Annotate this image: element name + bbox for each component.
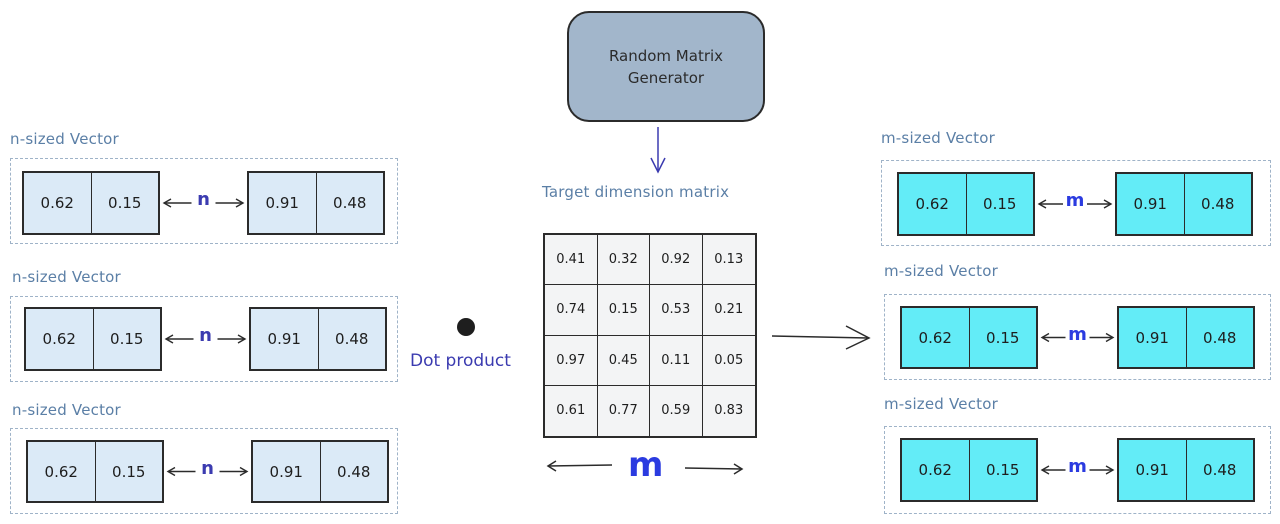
matrix-width-left-arrow (546, 460, 613, 472)
generator-down-arrow (650, 127, 666, 174)
vector-cell: 0.15 (94, 442, 163, 501)
vector-group-frame (10, 296, 398, 382)
vector-right-block: 0.91 0.48 (1117, 306, 1255, 369)
matrix-width-label: m (628, 445, 664, 485)
vector-group-frame (881, 160, 1271, 246)
vector-cell: 0.62 (918, 328, 952, 347)
matrix-cell: 0.92 (650, 235, 703, 286)
vector-cell: 0.15 (968, 308, 1037, 367)
vector-left-block: 0.62 0.15 (26, 440, 164, 503)
vector-cell: 0.48 (1185, 308, 1254, 367)
matrix-cell: 0.83 (714, 403, 744, 419)
vector-cell: 0.48 (319, 442, 388, 501)
vector-group-frame (10, 158, 398, 244)
matrix-cell: 0.97 (545, 335, 598, 386)
matrix-cell: 0.13 (702, 235, 755, 286)
vector-dimension-label: n (201, 457, 214, 479)
left-arrow (164, 334, 194, 344)
vector-cell: 0.62 (44, 462, 78, 481)
matrix-cell: 0.11 (650, 335, 703, 386)
left-arrow (1040, 332, 1066, 343)
vector-cell: 0.91 (1133, 195, 1167, 213)
vector-right-block: 0.91 0.48 (249, 307, 387, 371)
vector-left-block: 0.62 0.15 (897, 172, 1035, 236)
vector-cell: 0.91 (1135, 328, 1169, 347)
vector-dimension-label: m (1068, 323, 1087, 345)
right-arrow (1089, 465, 1115, 475)
right-arrow (1087, 199, 1113, 209)
matrix-cell: 0.53 (650, 285, 703, 336)
dot-product-label: Dot product (410, 351, 511, 371)
vector-cell: 0.48 (1183, 174, 1252, 234)
vector-group-frame (884, 426, 1271, 514)
random-matrix-generator-box: Random Matrix Generator (567, 11, 765, 122)
vector-left-block: 0.62 0.15 (24, 307, 162, 371)
generator-label: Random Matrix Generator (608, 46, 724, 87)
vector-right-block: 0.91 0.48 (1115, 172, 1253, 236)
right-arrow (217, 334, 247, 344)
vector-cell: 0.91 (269, 462, 303, 481)
vector-cell: 0.62 (918, 461, 952, 479)
vector-dimension-label: m (1068, 456, 1087, 477)
matrix-cell: 0.61 (545, 385, 598, 436)
right-arrow (219, 466, 249, 477)
vector-cell: 0.62 (42, 330, 76, 348)
matrix-cell: 0.77 (598, 385, 650, 436)
vector-cell: 0.15 (92, 309, 161, 369)
vector-group-label: n-sized Vector (12, 401, 121, 419)
matrix-width-right-arrow (684, 463, 744, 475)
vector-right-block: 0.91 0.48 (247, 171, 385, 235)
dot-product-bullet (457, 318, 475, 336)
vector-double-arrows (162, 198, 1115, 477)
vector-cell: 0.15 (968, 440, 1037, 500)
vector-cell: 0.91 (265, 194, 299, 212)
vector-left-block: 0.62 0.15 (900, 306, 1038, 369)
matrix-cell: 0.59 (650, 385, 703, 436)
vector-group-frame (884, 294, 1271, 380)
matrix-cell: 0.05 (702, 336, 755, 386)
matrix-cell: 0.15 (597, 285, 650, 336)
left-arrow (1040, 465, 1066, 475)
vector-left-block: 0.62 0.15 (900, 438, 1038, 502)
vector-cell: 0.62 (40, 194, 74, 212)
matrix-cell: 0.74 (545, 285, 598, 336)
vector-dimension-label: n (199, 325, 212, 346)
vector-group-label: n-sized Vector (10, 130, 119, 148)
matrix-cell: 0.45 (597, 335, 650, 386)
output-arrow (771, 325, 871, 350)
left-arrow (162, 198, 192, 208)
vector-cell: 0.91 (1135, 461, 1169, 479)
vector-dimension-label: m (1065, 190, 1085, 211)
vector-right-block: 0.91 0.48 (1117, 438, 1255, 502)
left-arrow (1037, 199, 1063, 209)
matrix-cell: 0.21 (702, 285, 755, 336)
matrix-title: Target dimension matrix (542, 183, 730, 201)
vector-right-block: 0.91 0.48 (251, 440, 389, 503)
vector-cell: 0.48 (1185, 440, 1254, 500)
vector-cell: 0.48 (315, 173, 384, 233)
vector-cell: 0.48 (317, 309, 386, 369)
vector-group-label: n-sized Vector (12, 268, 121, 286)
vector-cell: 0.62 (915, 195, 949, 213)
vector-dimension-label: n (197, 189, 210, 210)
matrix-cell: 0.32 (597, 235, 650, 286)
matrix-cell: 0.41 (545, 235, 598, 286)
right-arrow (215, 198, 245, 208)
vector-group-label: m-sized Vector (884, 395, 998, 413)
left-arrow (166, 466, 196, 477)
vector-cell: 0.15 (965, 174, 1034, 234)
vector-cell: 0.15 (90, 173, 159, 233)
vector-left-block: 0.62 0.15 (22, 171, 160, 235)
vector-group-frame (10, 428, 398, 514)
right-arrow (1089, 332, 1115, 343)
vector-group-label: m-sized Vector (884, 262, 998, 280)
vector-group-label: m-sized Vector (881, 129, 995, 147)
vector-cell: 0.91 (267, 330, 301, 348)
